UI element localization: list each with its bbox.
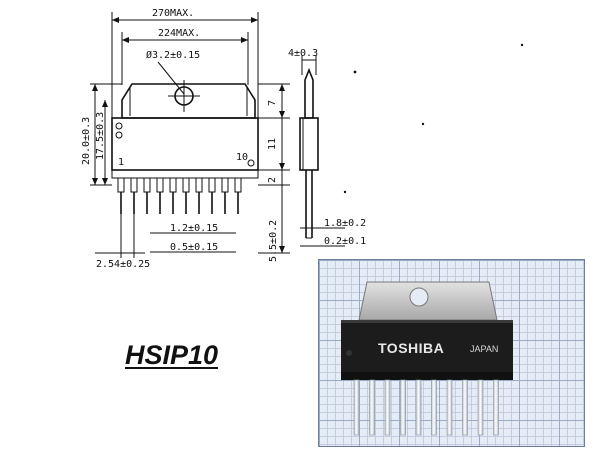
- photo-lead: [400, 379, 406, 436]
- heat-tab-front: [121, 80, 256, 119]
- lead-shoulder: [130, 177, 138, 193]
- origin-marking: JAPAN: [470, 344, 499, 354]
- lead-shoulder: [234, 177, 242, 193]
- pin-1-label: 1: [118, 157, 124, 168]
- lead-shoulder: [182, 177, 190, 193]
- dim-total-height: 20.0±0.3: [81, 83, 122, 186]
- dim-tab-h: 7: [258, 83, 290, 119]
- dim-side-b: 0.2±0.1: [324, 236, 366, 247]
- photo-lead: [415, 379, 422, 436]
- dim-hole: Ø3.2±0.15: [146, 49, 200, 95]
- dim-body-h: 11: [258, 118, 290, 171]
- photo-lead: [369, 379, 375, 436]
- photo-lead: [384, 379, 391, 436]
- photo-lead: [462, 379, 468, 436]
- mounting-hole: [409, 287, 429, 307]
- lead-shoulder: [208, 177, 216, 193]
- chip-body: [341, 320, 513, 372]
- svg-text:7: 7: [267, 100, 278, 106]
- svg-text:5.5±0.2: 5.5±0.2: [268, 220, 279, 262]
- photo-lead: [431, 379, 437, 436]
- svg-text:11: 11: [267, 138, 278, 150]
- photo-lead: [477, 379, 484, 436]
- photo-leads: [353, 379, 499, 436]
- dim-overall-width: 270MAX.: [111, 8, 259, 120]
- svg-text:2.54±0.25: 2.54±0.25: [96, 259, 150, 270]
- package-photo: [318, 259, 585, 447]
- dim-body-height: 17.5±0.3: [95, 100, 108, 185]
- dim-lead-length: 5.5±0.2: [258, 185, 290, 262]
- chip-photo-illustration: [341, 281, 513, 436]
- leads-front: [117, 177, 242, 214]
- dim-thickness: 4±0.3: [288, 48, 318, 59]
- dim-tab-width: 224MAX.: [121, 28, 249, 85]
- dim-step-h: 2: [258, 170, 290, 186]
- metal-tab: [358, 281, 498, 321]
- brand-marking: TOSHIBA: [378, 340, 445, 356]
- svg-text:2: 2: [267, 177, 278, 183]
- dim-lead-width2: 0.5±0.15: [150, 242, 236, 253]
- svg-text:0.5±0.15: 0.5±0.15: [170, 242, 218, 253]
- lead-shoulder: [143, 177, 151, 193]
- lead-shoulder: [117, 177, 125, 193]
- svg-text:270MAX.: 270MAX.: [152, 8, 194, 19]
- svg-text:20.0±0.3: 20.0±0.3: [81, 117, 92, 165]
- package-body-front: 1 10: [111, 117, 259, 179]
- lead-shoulder: [221, 177, 229, 193]
- photo-lead: [353, 379, 360, 436]
- dim-side-a: 1.8±0.2: [324, 218, 366, 229]
- side-view: 4±0.3 1.8±0.2 0.2±0.1: [288, 48, 366, 247]
- package-title: HSIP10: [125, 340, 219, 370]
- svg-text:Ø3.2±0.15: Ø3.2±0.15: [146, 49, 200, 61]
- pin-10-label: 10: [236, 152, 248, 163]
- svg-text:1.2±0.15: 1.2±0.15: [170, 223, 218, 234]
- svg-text:17.5±0.3: 17.5±0.3: [95, 112, 106, 160]
- lead-shoulder: [156, 177, 164, 193]
- photo-lead: [493, 379, 499, 436]
- lead-shoulder: [195, 177, 203, 193]
- dim-pitch: 2.54±0.25: [95, 205, 150, 270]
- svg-text:224MAX.: 224MAX.: [158, 28, 200, 39]
- dim-lead-width: 1.2±0.15: [150, 223, 236, 234]
- photo-lead: [446, 379, 453, 436]
- lead-shoulder: [169, 177, 177, 193]
